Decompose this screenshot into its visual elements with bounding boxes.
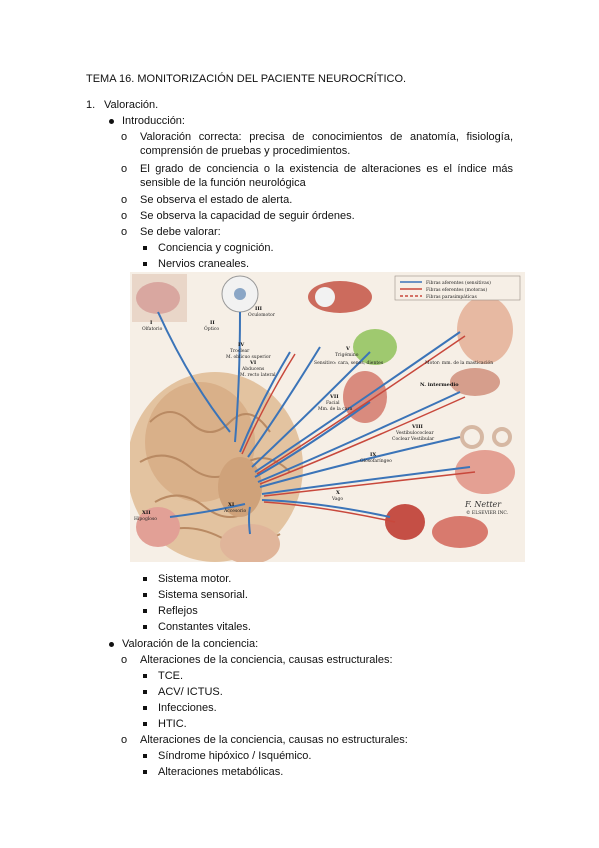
nerve-name-optico: Óptico (204, 324, 219, 332)
bullet-square (143, 690, 147, 694)
legend-entry: Fibras parasimpáticas (426, 293, 477, 300)
note-trigemino-sens: Sensitivo: cara, senos, dientes (314, 360, 384, 366)
bullet-o: o (121, 194, 128, 206)
note-trigemino-mot: Motor: mm. de la masticación (425, 359, 493, 366)
bullet-square (143, 625, 147, 629)
nerve-num-VI: VI (249, 360, 257, 366)
nerve-num-XI: XI (228, 502, 235, 508)
nerve-num-VII: VII (329, 394, 339, 400)
bullet-dot (109, 642, 114, 647)
artist-signature: F. Netter (464, 500, 502, 509)
nerve-num-X: X (336, 490, 340, 496)
valorar-item: Sistema motor. (158, 573, 232, 585)
bullet-o: o (121, 163, 128, 175)
nerve-name-troclear: Troclear (230, 348, 250, 354)
intro-item: Se debe valorar: (140, 226, 221, 238)
cranial-nerves-figure: Fibras aferentes (sensitivas) Fibras efe… (130, 272, 525, 562)
nerve-num-IX: IX (370, 452, 376, 458)
bullet-square (143, 754, 147, 758)
nerve-name-olfatorio: Olfatorio (142, 326, 163, 332)
nerve-name-vestibulococlear: Vestibulococlear (395, 430, 435, 436)
valorar-item: Constantes vitales. (158, 621, 251, 633)
bullet-square (143, 246, 147, 250)
valorar-item: Conciencia y cognición. (158, 242, 274, 254)
nerve-num-XII: XII (142, 510, 151, 516)
nerve-name-vago: Vago (331, 496, 343, 502)
bullet-o: o (121, 654, 128, 666)
bullet-o: o (121, 226, 128, 238)
note-intermedio: N. intermedio (420, 382, 459, 388)
nerve-num-III: III (255, 306, 263, 312)
section-heading: Valoración. (104, 99, 159, 111)
intro-item: El grado de conciencia o la existencia d… (140, 163, 513, 189)
nerve-name-oculomotor: Oculomotor (248, 312, 276, 318)
valorar-item: Reflejos (158, 605, 198, 617)
nerve-num-VIII: VIII (411, 424, 424, 430)
nerve-name-glosofaringeo: Glosofaríngeo (360, 457, 392, 464)
bullet-square (143, 609, 147, 613)
valorar-item: Sistema sensorial. (158, 589, 248, 601)
bullet-square (143, 593, 147, 597)
figure-credit: © ELSEVIER INC. (466, 509, 509, 516)
document-title: TEMA 16. MONITORIZACIÓN DEL PACIENTE NEU… (86, 73, 407, 85)
valorar-item: Nervios craneales. (158, 258, 250, 270)
estructural-item: TCE. (158, 670, 184, 682)
nerve-name-accesorio: Accesorio (223, 508, 247, 514)
note-troclear: M. oblicuo superior (226, 354, 272, 360)
bullet-square (143, 706, 147, 710)
bullet-square (143, 674, 147, 678)
nerve-name-abducens: Abducens (241, 366, 265, 372)
no-estructurales-heading: Alteraciones de la conciencia, causas no… (140, 734, 408, 746)
intro-item: Se observa la capacidad de seguir órdene… (140, 210, 355, 222)
section-number: 1. (86, 99, 96, 111)
estructural-item: Infecciones. (158, 702, 217, 714)
no-estructural-item: Alteraciones metabólicas. (158, 766, 284, 778)
nerve-name-trigemino: Trigémino (335, 351, 359, 358)
note-vestibulo: Coclear Vestibular (392, 436, 435, 442)
nerve-num-II: II (210, 320, 215, 326)
bullet-square (143, 722, 147, 726)
bullet-square (143, 577, 147, 581)
cranial-nerves-illustration: Fibras aferentes (sensitivas) Fibras efe… (130, 272, 525, 562)
no-estructural-item: Síndrome hipóxico / Isquémico. (158, 750, 312, 762)
intro-item: Valoración correcta: precisa de conocimi… (140, 131, 513, 157)
note-facial: Mm. de la cara (318, 406, 353, 412)
nerve-num-V: V (345, 346, 350, 352)
nerve-num-I: I (150, 320, 153, 326)
legend-entry: Fibras aferentes (sensitivas) (426, 279, 491, 286)
estructural-item: ACV/ ICTUS. (158, 686, 223, 698)
conciencia-heading: Valoración de la conciencia: (122, 638, 259, 650)
bullet-o: o (121, 734, 128, 746)
nerve-num-IV: IV (238, 342, 244, 348)
intro-item: Se observa el estado de alerta. (140, 194, 293, 206)
note-abducens: M. recto lateral (240, 372, 276, 378)
nerve-name-facial: Facial (326, 400, 340, 406)
bullet-square (143, 262, 147, 266)
bullet-o: o (121, 210, 128, 222)
estructural-item: HTIC. (158, 718, 187, 730)
bullet-o: o (121, 131, 128, 143)
bullet-dot (109, 119, 114, 124)
intro-heading: Introducción: (122, 115, 185, 127)
estructurales-heading: Alteraciones de la conciencia, causas es… (140, 654, 393, 666)
nerve-name-hipogloso: Hipogloso (134, 516, 157, 522)
bullet-square (143, 770, 147, 774)
legend-entry: Fibras eferentes (motoras) (426, 286, 487, 293)
